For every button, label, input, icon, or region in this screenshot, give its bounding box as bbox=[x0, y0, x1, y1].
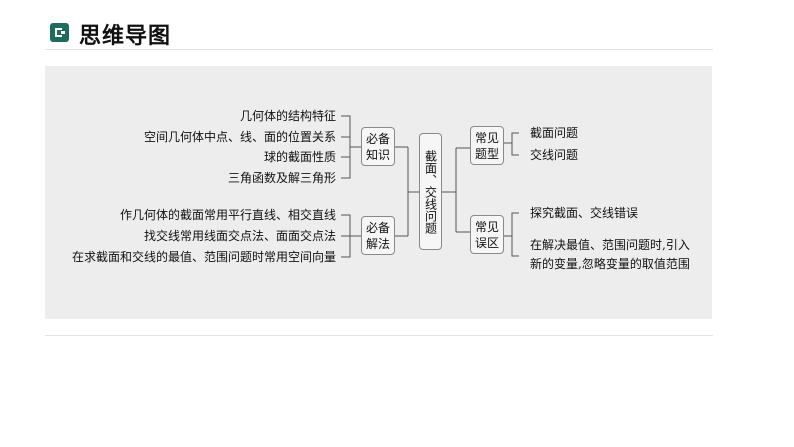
method-item-1: 作几何体的截面常用平行直线、相交直线 bbox=[119, 208, 336, 222]
center-topic: 截面、交线问题 bbox=[419, 133, 442, 250]
knowledge-item-4: 三角函数及解三角形 bbox=[227, 171, 336, 185]
method-item-2: 找交线常用线面交点法、面面交点法 bbox=[143, 229, 336, 243]
group-box-line: 误区 bbox=[474, 235, 499, 250]
header-divider bbox=[45, 49, 713, 50]
question-type-item-2: 交线问题 bbox=[530, 148, 579, 162]
group-box-methods: 必备 解法 bbox=[361, 216, 395, 255]
page-title: 思维导图 bbox=[79, 24, 172, 49]
knowledge-item-1: 几何体的结构特征 bbox=[239, 109, 336, 123]
group-box-knowledge: 必备 知识 bbox=[361, 127, 395, 166]
misconception-item-2: 在解决最值、范围问题时,引入 新的变量,忽略变量的取值范围 bbox=[530, 236, 690, 274]
group-box-line: 常见 bbox=[474, 219, 499, 234]
group-box-misconceptions: 常见 误区 bbox=[470, 215, 504, 254]
misconception-item-1: 探究截面、交线错误 bbox=[530, 206, 639, 220]
group-box-line: 必备 bbox=[365, 220, 390, 235]
group-box-line: 常见 bbox=[474, 130, 499, 145]
footer-divider bbox=[45, 335, 713, 336]
question-type-item-1: 截面问题 bbox=[530, 126, 579, 140]
header-icon bbox=[50, 23, 69, 42]
misconception-item-2-line: 新的变量,忽略变量的取值范围 bbox=[530, 257, 690, 271]
knowledge-item-3: 球的截面性质 bbox=[263, 150, 336, 164]
group-box-line: 题型 bbox=[474, 146, 499, 161]
group-box-line: 解法 bbox=[365, 236, 390, 251]
group-box-line: 知识 bbox=[365, 147, 390, 162]
method-item-3: 在求截面和交线的最值、范围问题时常用空间向量 bbox=[71, 250, 336, 264]
mindmap-panel bbox=[45, 66, 712, 319]
misconception-item-2-line: 在解决最值、范围问题时,引入 bbox=[530, 238, 690, 252]
group-box-question-types: 常见 题型 bbox=[470, 126, 504, 165]
knowledge-item-2: 空间几何体中点、线、面的位置关系 bbox=[143, 130, 336, 144]
group-box-line: 必备 bbox=[365, 131, 390, 146]
